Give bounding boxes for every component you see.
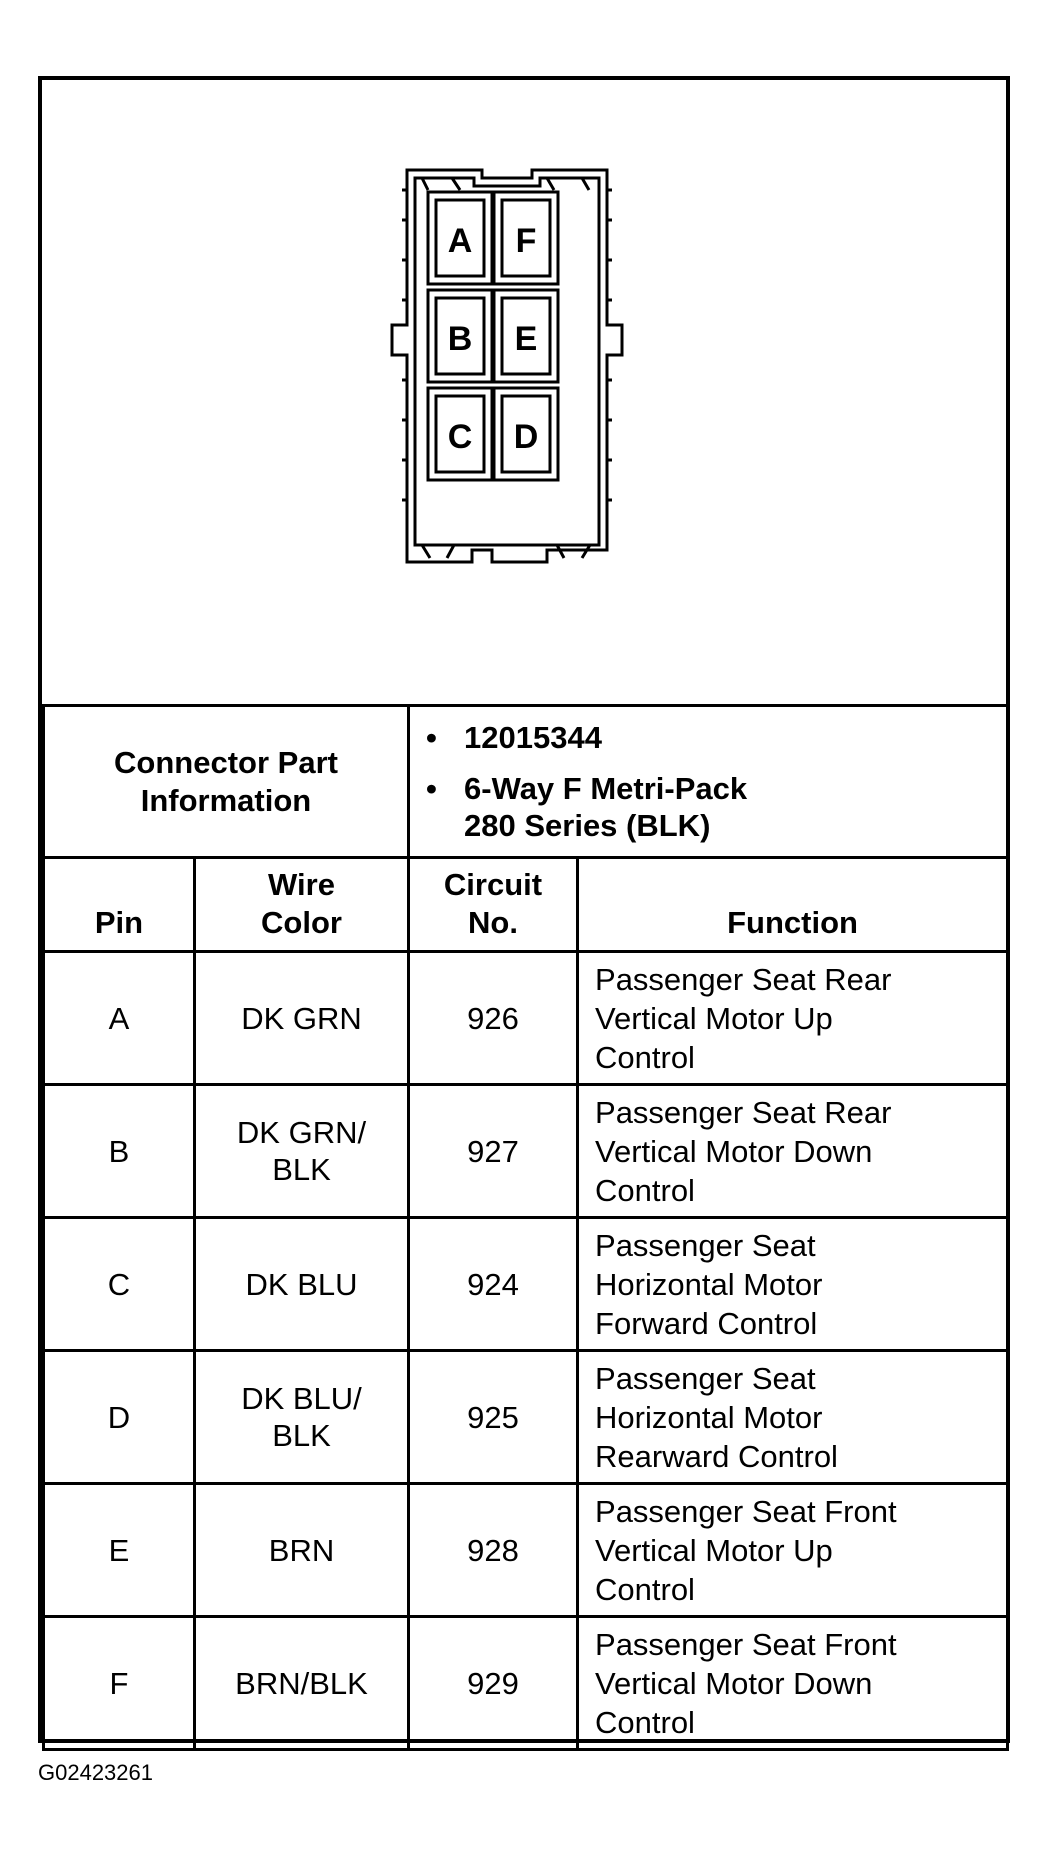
part-description: 6-Way F Metri-Pack 280 Series (BLK)	[426, 770, 1006, 844]
cavity-label-f: F	[516, 222, 537, 260]
cavity-label-a: A	[448, 222, 473, 260]
table-row: C DK BLU 924 Passenger Seat Horizontal M…	[42, 1216, 1010, 1352]
row-circuit: 928	[407, 1482, 580, 1618]
connector-figure-frame: A F B E C D Connector Part Information 1…	[38, 76, 1010, 1751]
housing-inner-outline	[413, 176, 601, 547]
header-circuit: Circuit No.	[407, 856, 580, 953]
housing-outline	[390, 168, 624, 564]
cavity-label-c: C	[448, 418, 473, 456]
cavity-label-e: E	[515, 320, 538, 358]
row-circuit: 926	[407, 950, 580, 1086]
row-function: Passenger Seat Front Vertical Motor Up C…	[576, 1482, 1010, 1618]
pinout-table: Connector Part Information 12015344 6-Wa…	[41, 704, 1010, 1751]
part-info-row: Connector Part Information 12015344 6-Wa…	[41, 704, 1010, 859]
row-function: Passenger Seat Front Vertical Motor Down…	[576, 1615, 1010, 1751]
header-function: Function	[576, 856, 1010, 953]
row-circuit: 929	[407, 1615, 580, 1751]
row-wire-color: BRN/BLK	[192, 1615, 411, 1751]
row-pin: D	[42, 1349, 196, 1485]
part-info-values: 12015344 6-Way F Metri-Pack 280 Series (…	[407, 704, 1010, 859]
row-circuit: 925	[407, 1349, 580, 1485]
cavity-label-b: B	[448, 320, 473, 358]
row-wire-color: DK BLU	[192, 1216, 411, 1352]
header-pin: Pin	[42, 856, 196, 953]
row-circuit: 927	[407, 1083, 580, 1219]
part-info-label: Connector Part Information	[41, 704, 411, 859]
row-pin: E	[42, 1482, 196, 1618]
table-row: E BRN 928 Passenger Seat Front Vertical …	[42, 1482, 1010, 1618]
table-row: F BRN/BLK 929 Passenger Seat Front Verti…	[42, 1615, 1010, 1751]
row-pin: A	[42, 950, 196, 1086]
table-row: A DK GRN 926 Passenger Seat Rear Vertica…	[42, 950, 1010, 1086]
table-row: B DK GRN/ BLK 927 Passenger Seat Rear Ve…	[42, 1083, 1010, 1219]
part-number: 12015344	[426, 719, 1006, 756]
connector-drawing: A F B E C D	[390, 168, 624, 564]
row-circuit: 924	[407, 1216, 580, 1352]
header-wire-color: Wire Color	[192, 856, 411, 953]
row-wire-color: DK GRN	[192, 950, 411, 1086]
row-wire-color: DK GRN/ BLK	[192, 1083, 411, 1219]
part-info-label-line2: Information	[140, 782, 312, 818]
connector-face-diagram: A F B E C D	[42, 80, 1006, 704]
part-info-label-line1: Connector Part	[114, 744, 338, 780]
row-pin: B	[42, 1083, 196, 1219]
row-function: Passenger Seat Rear Vertical Motor Up Co…	[576, 950, 1010, 1086]
row-pin: F	[42, 1615, 196, 1751]
figure-id: G02423261	[38, 1760, 153, 1785]
table-row: D DK BLU/ BLK 925 Passenger Seat Horizon…	[42, 1349, 1010, 1485]
row-wire-color: DK BLU/ BLK	[192, 1349, 411, 1485]
row-function: Passenger Seat Horizontal Motor Rearward…	[576, 1349, 1010, 1485]
row-wire-color: BRN	[192, 1482, 411, 1618]
row-pin: C	[42, 1216, 196, 1352]
cavity-label-d: D	[514, 418, 539, 456]
header-row: Pin Wire Color Circuit No. Function	[42, 856, 1010, 953]
row-function: Passenger Seat Horizontal Motor Forward …	[576, 1216, 1010, 1352]
row-function: Passenger Seat Rear Vertical Motor Down …	[576, 1083, 1010, 1219]
